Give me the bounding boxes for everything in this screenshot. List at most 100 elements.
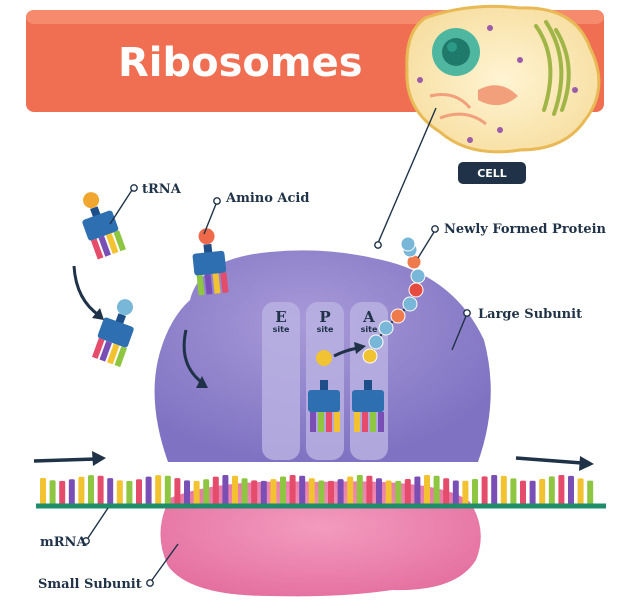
trna-p-amino-bead [316,350,332,366]
cell-leader-line [374,107,437,249]
a-site-letter: A [362,308,375,326]
label-large-subunit-text: Large Subunit [478,307,582,322]
mrna-codon [299,475,306,506]
mrna-codon [232,475,238,506]
mrna-codon [222,475,229,506]
label-newly-formed-protein-text: Newly Formed Protein [444,222,607,237]
mrna-codon [433,475,440,506]
mrna-codon [558,475,565,506]
mrna-codon [184,480,190,506]
arrows [33,265,594,471]
mrna-codon [59,480,66,506]
mrna-codon [212,476,219,506]
protein-bead [390,308,406,324]
protein-bead [402,296,418,312]
mrna-codon [356,475,363,506]
mrna-codon [481,476,488,506]
mrna-codon [500,475,507,506]
mrna-codon [404,479,411,506]
label-trna: tRNA [109,182,182,225]
label-small-subunit-text: Small Subunit [38,577,142,592]
mrna-codon [568,475,574,506]
protein-bead [378,320,394,336]
label-large-subunit: Large Subunit [451,307,582,351]
mrna-codon [376,478,382,506]
cell-badge-label: CELL [477,167,507,180]
protein-bead [362,348,378,364]
label-mrna-text: mRNA [40,535,87,550]
protein-chain [362,236,426,364]
label-trna-text: tRNA [142,182,182,197]
trna-free-3 [192,228,229,296]
trna-free-2 [91,299,134,368]
p-site-sub: site [317,325,334,334]
mrna-codon [529,480,536,506]
a-site-sub: site [361,325,378,334]
mrna-codon [443,478,450,506]
mrna-codon [251,480,258,506]
mrna-codon [155,475,162,506]
trna-2-amino-bead [116,299,133,316]
protein-bead [368,334,384,350]
mrna-codon [203,479,210,506]
trna-1-amino-bead [83,192,100,209]
mrna-codon [510,478,517,506]
mrna-codons [40,475,594,506]
mrna-codon [68,479,75,506]
trna-free-1 [82,192,126,260]
mrna-codon [491,475,498,506]
mrna-codon [136,479,142,506]
mrna-direction-arrow-right [515,456,583,465]
mrna-codon [395,480,402,506]
mrna-codon [289,475,296,506]
mrna-codon [164,475,171,506]
label-mrna: mRNA [40,507,109,550]
small-subunit-shape [160,481,481,597]
mrna-codon [97,475,104,506]
label-small-subunit: Small Subunit [38,543,179,592]
mrna-codon [337,479,344,506]
protein-bead [400,236,416,252]
mrna-codon [174,478,181,506]
protein-bead [408,282,424,298]
label-amino-acid: Amino Acid [203,191,309,235]
trna-entry-arrow-2 [182,329,205,386]
mrna-codon [78,476,85,506]
mrna-codon [472,479,478,506]
mrna-codon [116,480,123,506]
mrna-codon [548,476,555,506]
mrna-codon [40,478,46,506]
mrna-codon [366,475,373,506]
page-title: Ribosomes [118,40,363,86]
label-amino-acid-text: Amino Acid [225,191,309,206]
mrna-codon [308,478,315,506]
cell-illustration [405,4,601,154]
trna-3-amino-bead [198,228,215,245]
mrna-codon [328,480,334,506]
e-site-channel [262,302,300,460]
mrna-codon [318,480,325,506]
mrna-codon [424,475,430,506]
mrna-codon [414,476,421,506]
mrna-codon [241,478,248,506]
mrna-codon [260,480,267,506]
mrna-codon [126,480,133,506]
cell-badge: CELL [458,162,526,184]
mrna-codon [462,480,469,506]
mrna-codon [88,475,94,506]
mrna-codon [539,479,546,506]
mrna-codon [107,478,114,506]
protein-bead [410,268,426,284]
mrna-codon [587,480,594,506]
trna-entry-arrow-1 [72,265,101,318]
mrna-codon [452,480,459,506]
trna-a-site [352,380,384,432]
mrna-codon [347,476,354,506]
mrna-codon [280,476,286,506]
mrna-codon [385,480,392,506]
mrna-codon [145,476,152,506]
mrna-codon [49,480,56,506]
label-newly-formed-protein: Newly Formed Protein [417,222,607,259]
mrna-codon [193,480,200,506]
